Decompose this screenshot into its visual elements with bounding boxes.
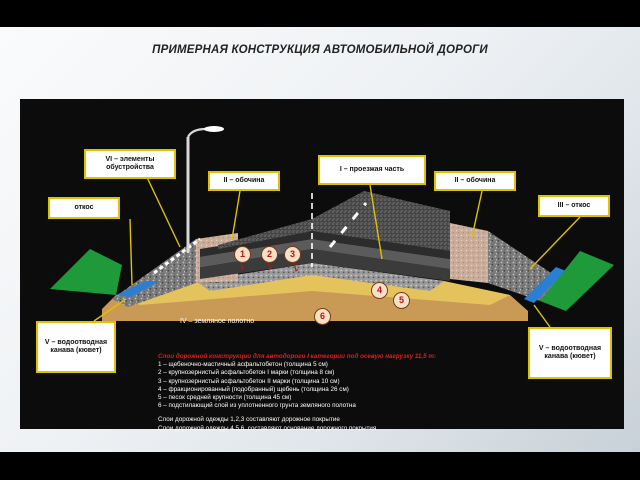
light-arm — [187, 127, 207, 138]
label-shoulder-left: II – обочина — [208, 171, 280, 191]
carriageway-surface — [218, 191, 450, 251]
layer-number-1: 1 — [234, 246, 251, 263]
label-subgrade: IV – земляное полотно — [180, 318, 255, 325]
leader-lines — [93, 170, 581, 328]
number-pointers — [240, 260, 299, 273]
grass-left — [50, 249, 122, 295]
ditch-water-left — [116, 281, 160, 297]
label-ditch-left: V – водоотводная канава (кювет) — [36, 321, 116, 373]
lamp — [204, 126, 224, 132]
legend-item: 2 – крупнозернистый асфальтобетон I марк… — [158, 369, 335, 377]
guard-rail — [153, 237, 201, 275]
legend-item: 6 – подстилающий слой из уплотненного гр… — [158, 402, 356, 410]
asphalt-layer-1 — [200, 231, 450, 259]
ditch-water-right — [524, 267, 566, 303]
layer-number-3: 3 — [284, 246, 301, 263]
legend-item: 5 – песок средней крупности (толщина 45 … — [158, 394, 292, 402]
layer-number-4: 4 — [371, 282, 388, 299]
legend: Слои дорожной конструкции для автодороги… — [158, 353, 618, 433]
slide: ПРИМЕРНАЯ КОНСТРУКЦИЯ АВТОМОБИЛЬНОЙ ДОРО… — [0, 27, 640, 452]
label-slope-left: откос — [48, 197, 120, 219]
legend-item: 3 – крупнозернистый асфальтобетон II мар… — [158, 377, 340, 385]
legend-heading: Слои дорожной конструкции для автодороги… — [158, 353, 437, 360]
legend-item: 1 – щебеночно-мастичный асфальтобетон (т… — [158, 361, 328, 369]
layer-number-6: 6 — [314, 308, 331, 325]
legend-note-2: Слои дорожной одежды 4,5,6, составляют о… — [158, 424, 377, 432]
label-slope-right: III – откос — [538, 195, 610, 217]
road-cross-section — [50, 126, 614, 328]
label-carriageway: I – проезжая часть — [318, 155, 426, 185]
layer-number-2: 2 — [261, 246, 278, 263]
label-ditch-right: V – водоотводная канава (кювет) — [528, 327, 612, 379]
layer-number-5: 5 — [393, 292, 410, 309]
label-shoulder-right: II – обочина — [434, 171, 516, 191]
label-elements: VI – элементы обустройства — [84, 149, 176, 179]
sand-layer — [116, 269, 510, 305]
slide-title: ПРИМЕРНАЯ КОНСТРУКЦИЯ АВТОМОБИЛЬНОЙ ДОРО… — [152, 44, 488, 56]
road-diagram: VI – элементы обустройства I – проезжая … — [20, 99, 624, 432]
legend-item: 4 – фракционированный (подобранный) щебе… — [158, 385, 349, 393]
grass-right — [540, 251, 614, 311]
legend-note-1: Слои дорожной одежды 1,2,3 составляют до… — [158, 416, 340, 424]
shoulder-right — [450, 223, 488, 283]
